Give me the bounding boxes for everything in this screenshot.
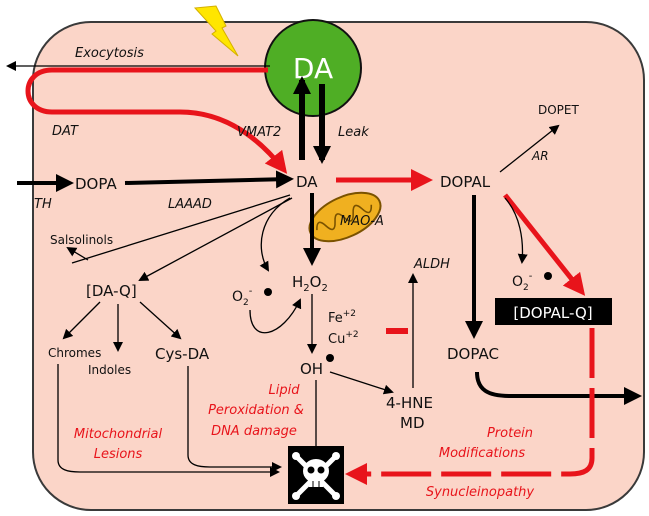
dopal-quinone-arrow bbox=[503, 193, 586, 296]
dopal-q-label: [DOPAL-Q] bbox=[513, 304, 592, 322]
radical-dot-right bbox=[544, 272, 552, 280]
aldh-label: ALDH bbox=[413, 257, 450, 272]
o2-right-label: O2- bbox=[512, 271, 533, 293]
da-salsolinols-arrow bbox=[71, 194, 291, 264]
lipid-label-3: DNA damage bbox=[211, 424, 297, 439]
dopet-label: DOPET bbox=[538, 103, 580, 117]
fe-label: Fe+2 bbox=[328, 309, 356, 326]
lightning-icon bbox=[193, 5, 239, 57]
laaad-arrow bbox=[124, 170, 294, 189]
cys-da-label: Cys-DA bbox=[155, 345, 210, 363]
vmat2-label: VMAT2 bbox=[237, 125, 281, 140]
dopa-label: DOPA bbox=[75, 175, 117, 193]
da-superoxide-arrow bbox=[259, 197, 291, 272]
dopal-superoxide-arrow bbox=[504, 197, 528, 264]
da-label: DA bbox=[296, 173, 318, 191]
h2o2-label: H2O2 bbox=[292, 273, 328, 294]
daq-cysda-arrow bbox=[139, 301, 182, 340]
mito-label-1: Mitochondrial bbox=[74, 427, 163, 442]
lipid-label-2: Peroxidation & bbox=[208, 403, 304, 418]
radical-dot bbox=[264, 288, 272, 296]
ar-arrow bbox=[499, 124, 560, 173]
skull-crossbones-icon bbox=[288, 446, 344, 504]
th-label: TH bbox=[34, 197, 52, 212]
da-daq-arrow bbox=[138, 197, 293, 281]
salsolinols-arrow bbox=[66, 246, 89, 261]
protein-label-1: Protein bbox=[487, 426, 533, 441]
hne-label: 4-HNE bbox=[386, 394, 433, 412]
da-q-label: [DA-Q] bbox=[86, 282, 137, 300]
md-label: MD bbox=[400, 414, 425, 432]
chromes-toxicity-path bbox=[57, 364, 280, 477]
oh-label: OH bbox=[300, 360, 323, 378]
cell-body bbox=[32, 21, 645, 511]
dopac-label: DOPAC bbox=[447, 345, 499, 363]
lipid-label-1: Lipid bbox=[269, 383, 301, 398]
laaad-label: LAAAD bbox=[168, 197, 212, 212]
protein-label-2: Modifications bbox=[439, 446, 525, 461]
chromes-label: Chromes bbox=[48, 346, 101, 360]
daq-chromes-arrow bbox=[62, 301, 101, 340]
superoxide-h2o2-arrow bbox=[249, 298, 302, 334]
synucleinopathy-label: Synucleinopathy bbox=[426, 485, 535, 500]
ar-label: AR bbox=[531, 149, 549, 163]
mao-a-label: MAO-A bbox=[340, 214, 384, 229]
leak-label: Leak bbox=[338, 125, 369, 140]
exocytosis-label: Exocytosis bbox=[75, 46, 144, 61]
o2-left-label: O2- bbox=[232, 286, 253, 308]
dat-reuptake-arrow bbox=[25, 67, 288, 174]
mito-label-2: Lesions bbox=[94, 447, 143, 462]
dopal-label: DOPAL bbox=[440, 173, 491, 191]
oh-radical-dot bbox=[326, 354, 334, 362]
inhibition-bar bbox=[386, 328, 408, 334]
vesicle-da-label: DA bbox=[293, 52, 333, 85]
salsolinols-label: Salsolinols bbox=[50, 233, 113, 247]
cysda-toxicity-path bbox=[187, 366, 282, 472]
synucleinopathy-arrow bbox=[345, 328, 595, 485]
cu-label: Cu+2 bbox=[328, 330, 359, 347]
indoles-label: Indoles bbox=[88, 363, 131, 377]
oh-hne-arrow bbox=[329, 371, 394, 395]
dopal-q-box bbox=[495, 298, 612, 325]
dopac-exit-arrow bbox=[475, 371, 642, 405]
dat-label: DAT bbox=[52, 124, 79, 139]
